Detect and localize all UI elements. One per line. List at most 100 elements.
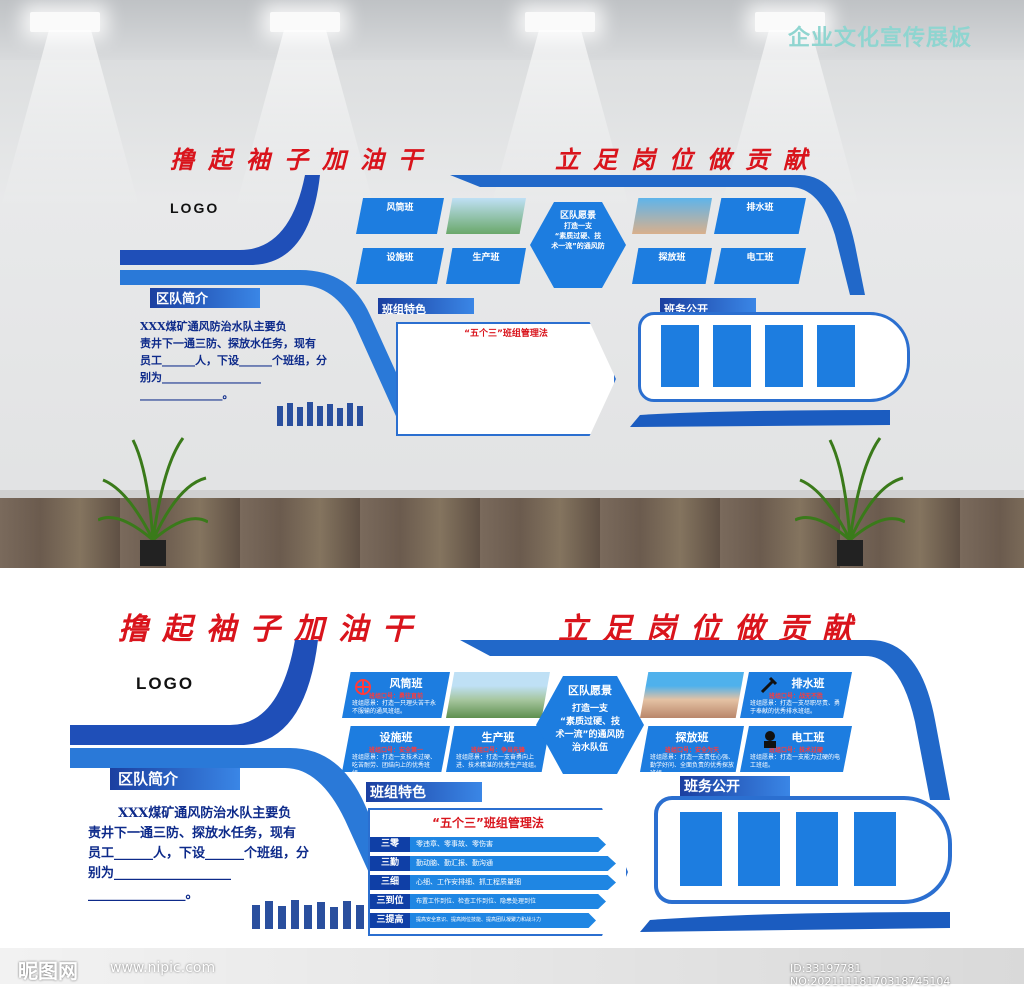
- mgmt-row: 三到位 布置工作到位、检查工作到位、隐患处理到位: [370, 894, 626, 909]
- intro-text: XXX煤矿通风防治水队主要负 责井下一通三防、探放水任务，现有 员工______…: [140, 318, 330, 403]
- mgmt-panel-preview: “五个三”班组管理法: [396, 322, 616, 436]
- watermark-bar: [0, 948, 1024, 984]
- banner-title: 企业文化宣传展板: [788, 26, 973, 51]
- mgmt-row: 三提高 提高安全意识、提高岗位技能、提高团队凝聚力和战斗力: [370, 913, 626, 928]
- ceiling-light: [755, 12, 825, 32]
- vision-line: “素质过硬、技: [560, 717, 620, 727]
- team-tile-she: 设施班 班组口号：安全第一 班组愿景：打造一支技术过硬、吃苦耐劳、团结向上的优秀…: [342, 726, 450, 772]
- intro-line: XXX煤矿通风防治水队主要负: [118, 806, 292, 821]
- mgmt-key: 三到位: [370, 894, 410, 909]
- team-name: 生产班: [472, 253, 500, 263]
- team-vision: 班组愿景：打造一支尽职尽责、勇于奉献的优秀排水班组。: [750, 700, 841, 715]
- notice-slot: [680, 812, 722, 886]
- team-vision: 班组愿景：打造一支技术过硬、吃苦耐劳、团结向上的优秀班组。: [352, 754, 437, 772]
- vision-line: 术一流”的通风防: [555, 730, 625, 740]
- mgmt-row: 三零 零违章、零事故、零伤害: [370, 837, 626, 852]
- notice-slot: [765, 325, 803, 387]
- mgmt-value: 提高安全意识、提高岗位技能、提高团队凝聚力和战斗力: [410, 913, 596, 928]
- intro-title-bar: 区队简介: [110, 768, 240, 790]
- potted-plant-icon: [98, 437, 208, 566]
- notice-slot: [738, 812, 780, 886]
- team-tile-sheng: 生产班 班组口号：争当先锋 班组愿景：打造一支奋勇向上进、技术精湛的优秀生产班组…: [446, 726, 550, 772]
- watermark-site: www.nipic.com: [110, 960, 216, 976]
- team-slogan: 班组口号：战无不胜: [768, 693, 823, 700]
- vision-line: 打造一支: [571, 704, 608, 714]
- team-tile-pai: 排水班 班组口号：战无不胜 班组愿景：打造一支尽职尽责、勇于奉献的优秀排水班组。: [740, 672, 852, 718]
- team-tile-dian: 电工班: [714, 248, 806, 284]
- logo-text: LOGO: [136, 674, 195, 693]
- mgmt-row: 三勤 勤动脑、勤汇报、勤沟通: [370, 856, 626, 871]
- worker-icon: [764, 731, 776, 748]
- workers-silhouette-icon: [277, 402, 363, 426]
- features-title: 班组特色: [370, 785, 426, 801]
- team-name: 电工班: [791, 731, 825, 744]
- ceiling: [0, 0, 1024, 60]
- intro-title-bar: 区队简介: [150, 288, 260, 308]
- mgmt-value: 勤动脑、勤汇报、勤沟通: [410, 856, 616, 871]
- team-name: 排水班: [746, 203, 774, 213]
- vision-line: 治水队伍: [571, 743, 608, 753]
- team-slogan: 班组口号：争当先锋: [470, 747, 525, 754]
- watermark-id: ID:33197781 NO:20211118170318745104: [790, 962, 951, 988]
- team-tile-dian: 电工班 班组口号：技术过硬 班组愿景：打造一支能力过硬的电工班组。: [740, 726, 852, 772]
- team-tile-pai: 排水班: [714, 198, 806, 234]
- team-slogan: 班组口号：勇往直前: [368, 693, 423, 700]
- team-name: 生产班: [481, 731, 515, 744]
- notice-slot: [854, 812, 896, 886]
- team-tile-sheng: 生产班: [446, 248, 526, 284]
- team-tile-feng: 风筒班: [356, 198, 444, 234]
- mgmt-title: “五个三”班组管理法: [464, 329, 548, 339]
- mgmt-panel: “五个三”班组管理法 三零 零违章、零事故、零伤害 三勤 勤动脑、勤汇报、勤沟通…: [368, 808, 628, 936]
- intro-line: 员工______人，下设______个班组，分: [140, 354, 327, 368]
- skirting: [0, 490, 1024, 500]
- intro-title: 区队简介: [118, 770, 179, 788]
- slogan-left: 撸起袖子加油干: [170, 145, 436, 174]
- photo-tile: [632, 198, 712, 234]
- slogan-right: 立足岗位做贡献: [555, 145, 821, 174]
- team-tile-tan: 探放班: [632, 248, 712, 284]
- photo-tile: [446, 198, 526, 234]
- mgmt-key: 三零: [370, 837, 410, 852]
- vision-line: “素质过硬、技: [554, 232, 602, 240]
- notice-slot: [796, 812, 838, 886]
- mgmt-key: 三勤: [370, 856, 410, 871]
- mgmt-value: 布置工作到位、检查工作到位、隐患处理到位: [410, 894, 606, 909]
- team-slogan: 班组口号：安全为天: [664, 747, 719, 754]
- fan-icon: [355, 679, 371, 695]
- notice-slot: [817, 325, 855, 387]
- team-vision: 班组愿景：打造一支能力过硬的电工班组。: [750, 754, 841, 769]
- logo-text: LOGO: [170, 200, 220, 216]
- features-title-bar: 班组特色: [366, 782, 482, 802]
- intro-line: 别为__________________: [140, 371, 261, 385]
- team-name: 风筒班: [389, 677, 423, 690]
- mgmt-value: 零违章、零事故、零伤害: [410, 837, 606, 852]
- ceiling-light: [525, 12, 595, 32]
- intro-line: XXX煤矿通风防治水队主要负: [140, 320, 287, 333]
- team-tile-tan: 探放班 班组口号：安全为天 班组愿景：打造一支责任心强、勤学好问、全面负责的优秀…: [640, 726, 744, 772]
- vision-line: 术一流”的通风防: [551, 242, 605, 250]
- mgmt-value: 心细、工作安排细、抓工程质量细: [410, 875, 616, 890]
- features-title-bar: 班组特色: [378, 298, 474, 316]
- mgmt-row: 三细 心细、工作安排细、抓工程质量细: [370, 875, 626, 890]
- intro-text: XXX煤矿通风防治水队主要负 责井下一通三防、探放水任务，现有 员工______…: [88, 804, 328, 905]
- team-name: 设施班: [386, 253, 414, 263]
- intro-line: _______________。: [140, 388, 234, 402]
- city-photo-tile: [446, 672, 550, 718]
- team-slogan: 班组口号：技术过硬: [768, 747, 823, 754]
- notice-title-bar: 班务公开: [680, 776, 790, 796]
- team-vision: 班组愿景：打造一支奋勇向上进、技术精湛的优秀生产班组。: [456, 754, 541, 769]
- team-slogan: 班组口号：安全第一: [368, 747, 423, 754]
- wrench-icon: [760, 676, 778, 694]
- notice-slot: [713, 325, 751, 387]
- team-vision: 班组愿景：打造一支责任心强、勤学好问、全面负责的优秀探放班组。: [650, 754, 735, 772]
- mgmt-key: 三细: [370, 875, 410, 890]
- team-tile-she: 设施班: [356, 248, 444, 284]
- notice-title: 班务公开: [684, 779, 740, 795]
- intro-line: 别为__________________: [88, 866, 232, 882]
- notice-panel-preview: [638, 312, 910, 402]
- handshake-photo-tile: [640, 672, 744, 718]
- intro-line: 责井下一通三防、探放水任务，现有: [88, 826, 297, 842]
- team-name: 探放班: [658, 253, 686, 263]
- team-name: 风筒班: [386, 203, 414, 213]
- notice-panel: [654, 796, 952, 904]
